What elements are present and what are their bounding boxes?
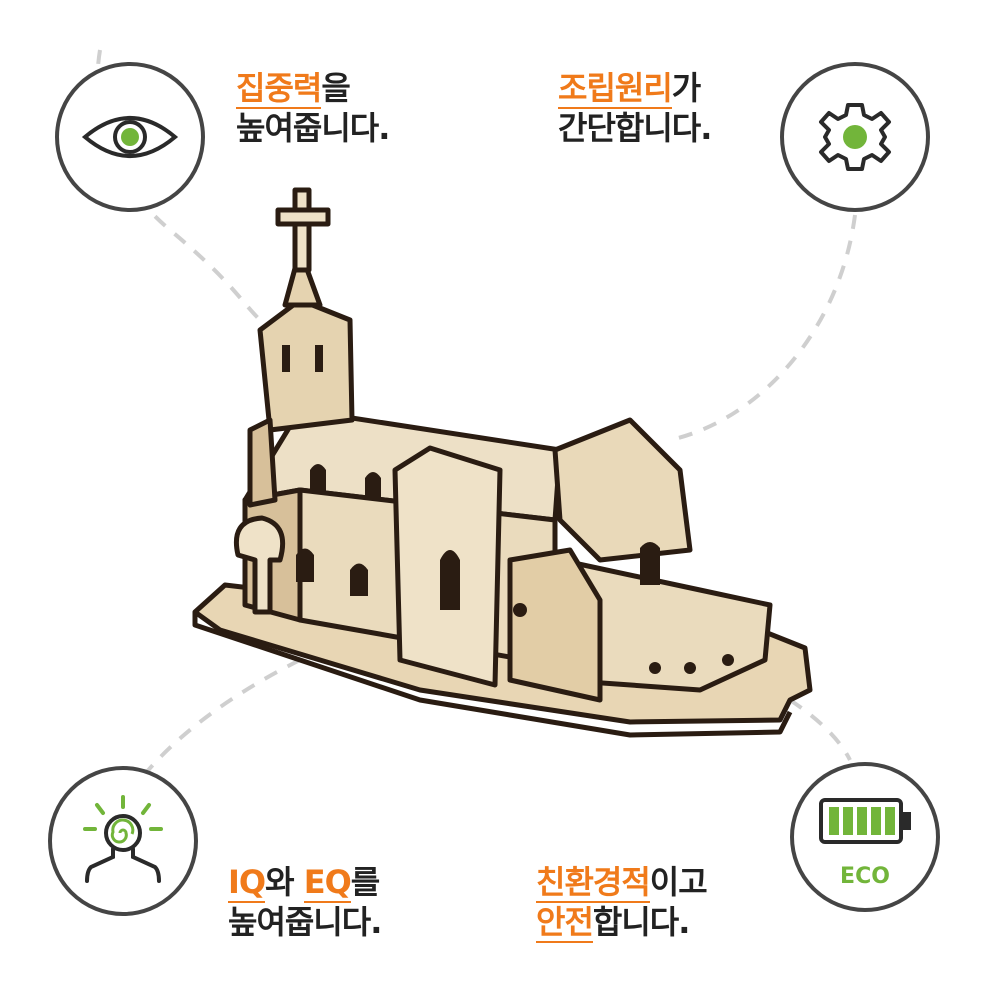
assembly-rest: 가 xyxy=(671,69,701,107)
gear-icon xyxy=(819,103,891,171)
focus-rest: 을 xyxy=(321,69,350,107)
iq-eq-feature-text: IQ와 EQ를 높여줍니다. xyxy=(228,862,382,942)
focus-feature-text: 집중력을 높여줍니다. xyxy=(236,68,390,148)
eco-highlight: 친환경적 xyxy=(536,863,651,903)
assembly-line2: 간단합니다. xyxy=(558,109,712,147)
eco-feature-text: 친환경적이고 안전합니다. xyxy=(536,862,708,943)
safety-rest: 합니다. xyxy=(592,903,690,941)
assembly-highlight: 조립원리 xyxy=(558,69,673,109)
focus-highlight: 집중력 xyxy=(236,69,322,109)
eco-rest: 이고 xyxy=(649,863,708,901)
mind-glow-icon xyxy=(83,795,163,883)
iq-eq-icon-circle xyxy=(48,766,198,916)
eq-suffix: 를 xyxy=(350,863,380,901)
iq-connector: 와 xyxy=(265,863,304,901)
safety-highlight: 안전 xyxy=(536,903,594,943)
eye-icon xyxy=(81,116,179,158)
assembly-feature-text: 조립원리가 간단합니다. xyxy=(558,68,712,148)
eco-badge-label: ECO xyxy=(840,864,890,889)
iq-highlight: IQ xyxy=(228,863,266,903)
focus-icon-circle xyxy=(55,62,205,212)
battery-icon xyxy=(819,798,911,844)
eq-highlight: EQ xyxy=(303,863,352,903)
iq-eq-line2: 높여줍니다. xyxy=(228,903,382,941)
eco-icon-circle: ECO xyxy=(790,762,940,912)
focus-line2: 높여줍니다. xyxy=(236,109,390,147)
assembly-icon-circle xyxy=(780,62,930,212)
